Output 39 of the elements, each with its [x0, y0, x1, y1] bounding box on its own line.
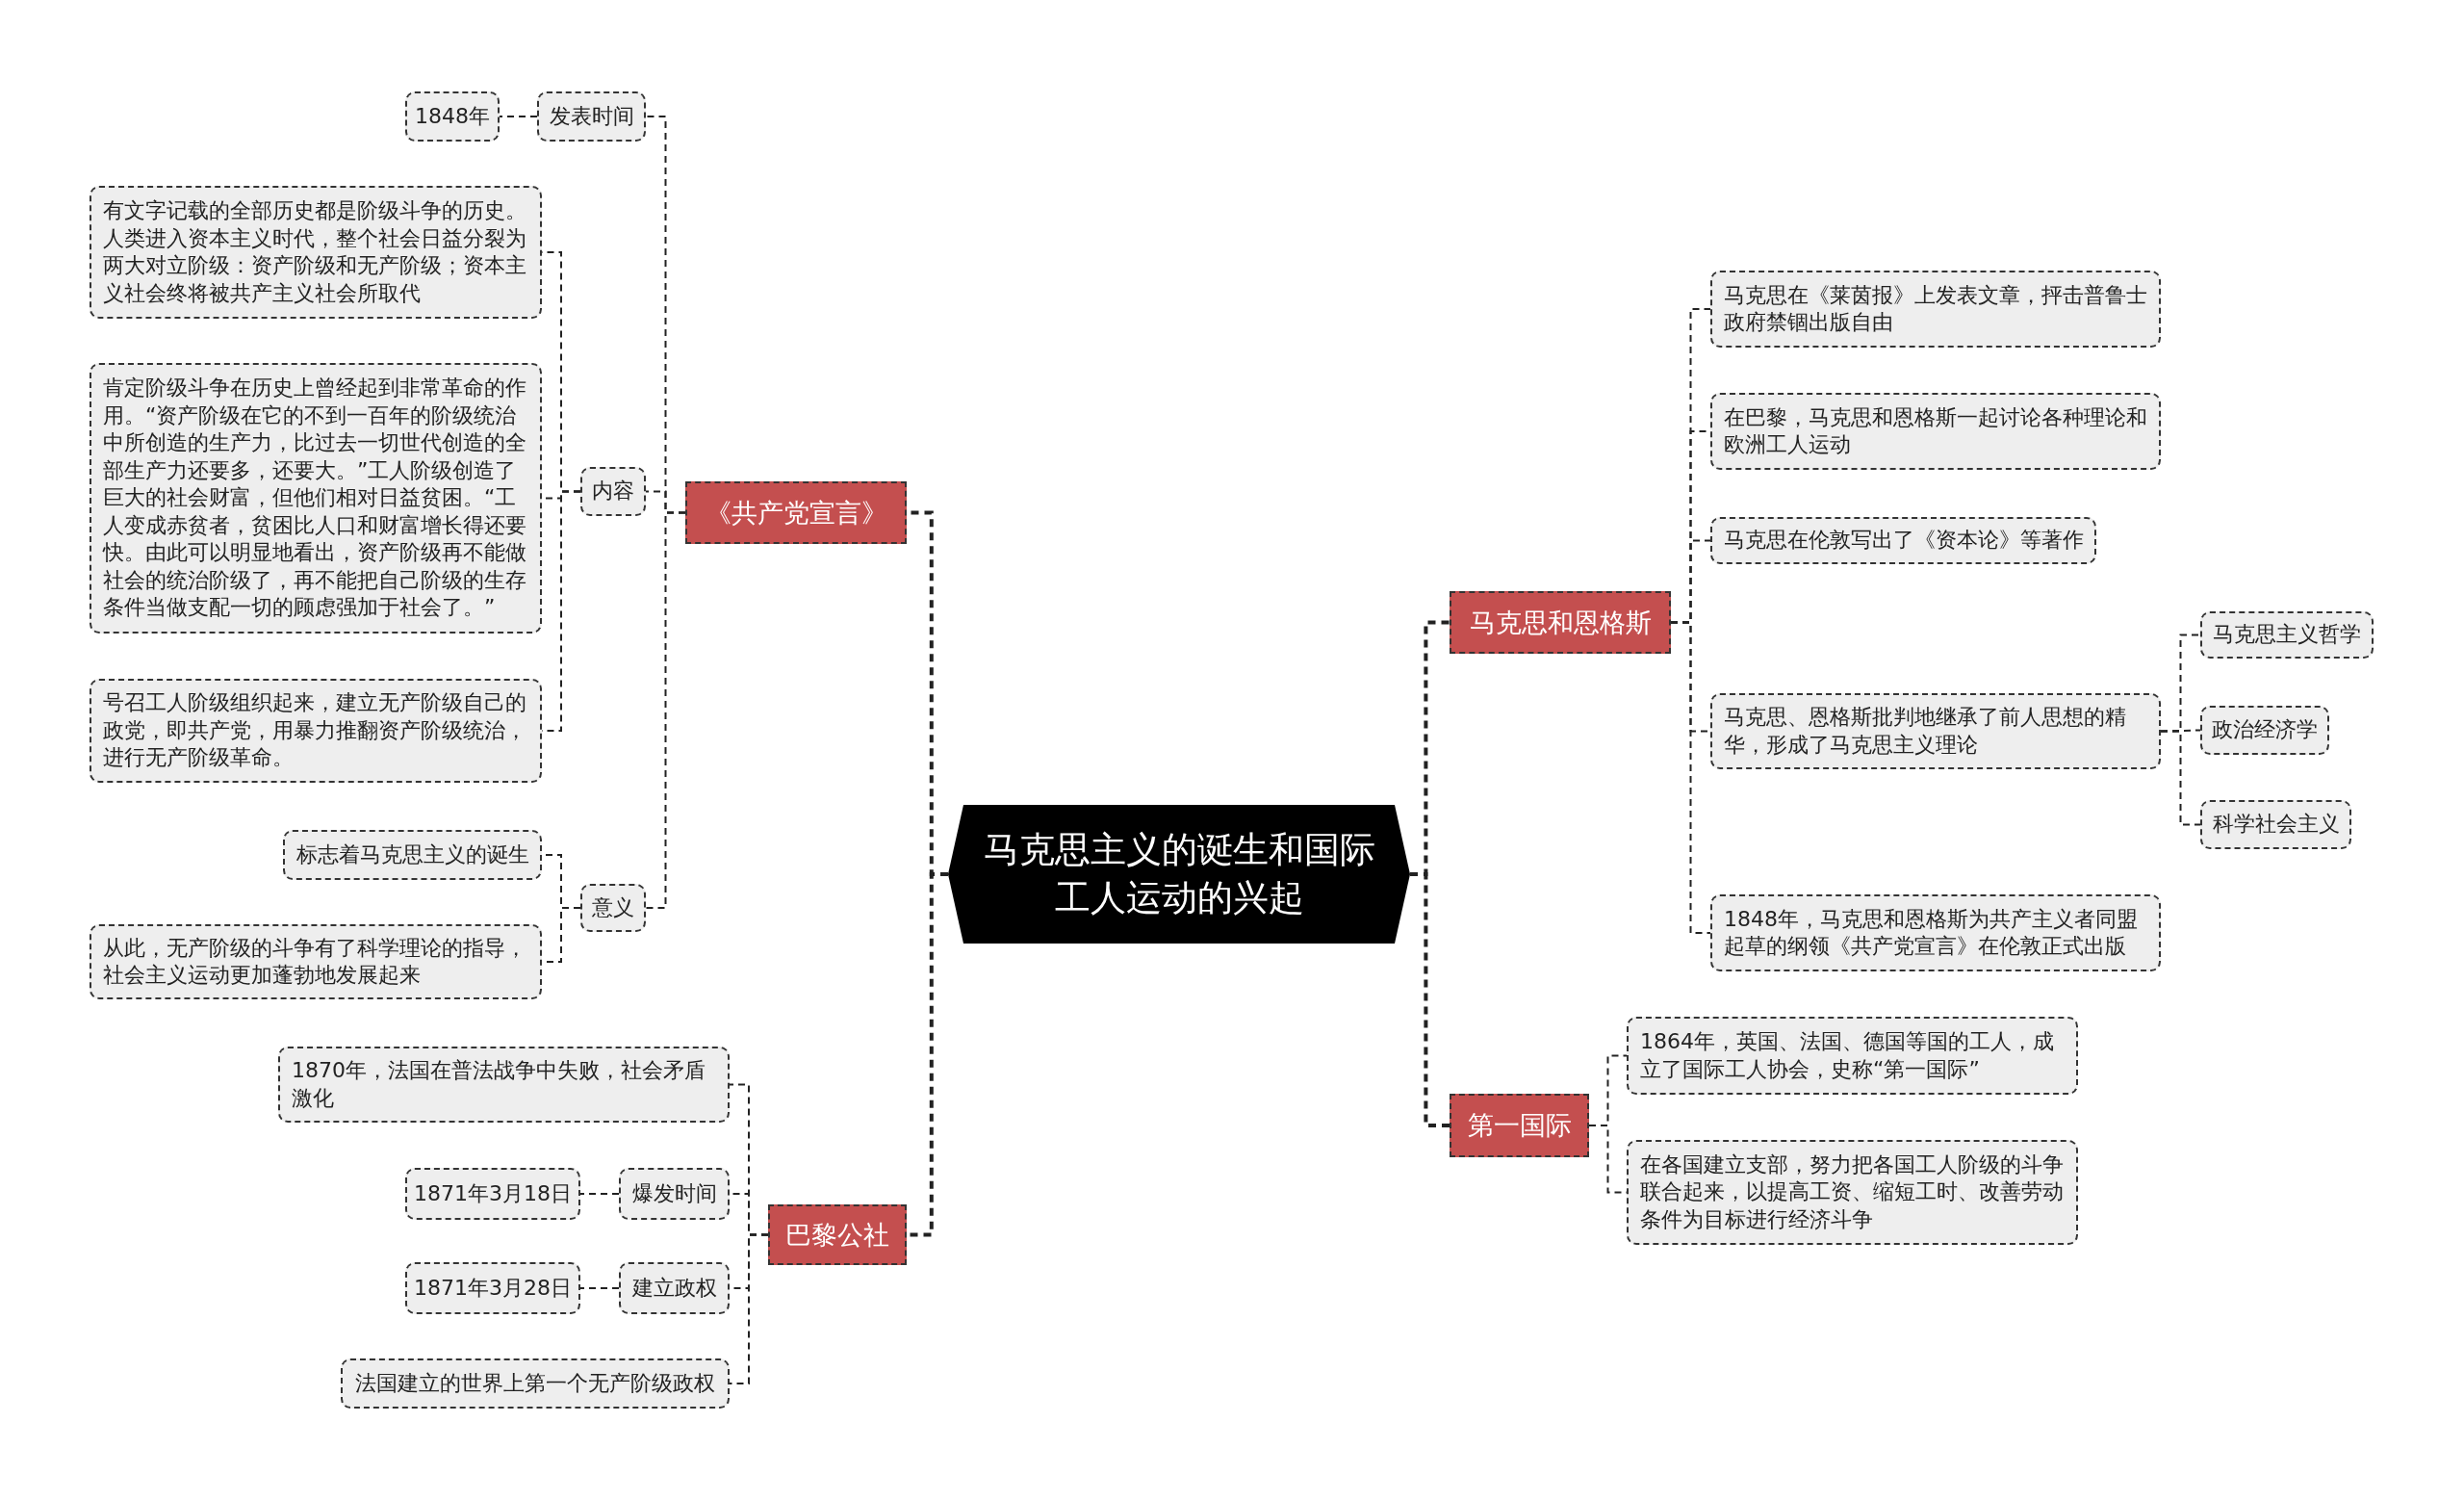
- subtopic-box: 意义: [580, 884, 646, 932]
- connector-line: [579, 1193, 620, 1195]
- subtopic-box: 内容: [580, 467, 646, 516]
- subtopic-box: 科学社会主义: [2200, 800, 2351, 849]
- subtopic-box: 号召工人阶级组织起来，建立无产阶级自己的政党，即共产党，用暴力推翻资产阶级统治，进行无产阶级革命。: [90, 679, 542, 783]
- subtopic-box: 在各国建立支部，努力把各国工人阶级的斗争联合起来，以提高工资、缩短工时、改善劳动条件为目标进行经济斗争: [1627, 1140, 2078, 1245]
- subtopic-box: 1870年，法国在普法战争中失败，社会矛盾激化: [278, 1047, 730, 1123]
- connector-line: [499, 116, 538, 117]
- connector-line: [645, 511, 686, 909]
- subtopic-box: 建立政权: [619, 1262, 730, 1314]
- subtopic-box: 1864年，英国、法国、德国等国的工人，成立了国际工人协会，史称“第一国际”: [1627, 1017, 2078, 1095]
- topic-box: 马克思和恩格斯: [1450, 591, 1671, 654]
- subtopic-box: 爆发时间: [619, 1168, 730, 1220]
- subtopic-box: 从此，无产阶级的斗争有了科学理论的指导，社会主义运动更加蓬勃地发展起来: [90, 924, 542, 999]
- topic-box: 《共产党宣言》: [685, 481, 907, 544]
- connector-line: [729, 1233, 769, 1384]
- subtopic-box: 马克思在《莱茵报》上发表文章，抨击普鲁士政府禁锢出版自由: [1710, 271, 2161, 348]
- subtopic-box: 法国建立的世界上第一个无产阶级政权: [341, 1358, 730, 1409]
- subtopic-box: 马克思主义哲学: [2200, 611, 2374, 659]
- subtopic-box: 有文字记载的全部历史都是阶级斗争的历史。人类进入资本主义时代，整个社会日益分裂为两大对立阶级：资产阶级和无产阶级；资本主义社会终将被共产主义社会所取代: [90, 186, 542, 319]
- subtopic-box: 肯定阶级斗争在历史上曾经起到非常革命的作用。“资产阶级在它的不到一百年的阶级统治中所创造的生产力，比过去一切世代创造的全部生产力还要多，还要大。”工人阶级创造了巨大的社会财富，但他们相对日益贫困。“工人变成赤贫者，贫困比人口和财富增长得还要快。由此可以明显地看出，资产阶级再不能做社会的统治阶级了，再不能把自己阶级的生存条件当做支配一切的顾虑强加于社会了。”: [90, 363, 542, 634]
- subtopic-box: 1848年，马克思和恩格斯为共产主义者同盟起草的纲领《共产党宣言》在伦敦正式出版: [1710, 894, 2161, 971]
- connector-line: [579, 1287, 620, 1289]
- subtopic-box: 马克思在伦敦写出了《资本论》等著作: [1710, 517, 2096, 564]
- subtopic-box: 政治经济学: [2200, 706, 2329, 755]
- subtopic-box: 马克思、恩格斯批判地继承了前人思想的精华，形成了马克思主义理论: [1710, 693, 2161, 769]
- connector-line: [2160, 730, 2201, 826]
- subtopic-box: 发表时间: [537, 91, 646, 142]
- subtopic-box: 1871年3月18日: [405, 1168, 580, 1220]
- central-topic-box: 马克思主义的诞生和国际工人运动的兴起: [948, 805, 1410, 944]
- topic-box: 第一国际: [1450, 1094, 1589, 1157]
- topic-box: 巴黎公社: [768, 1204, 907, 1265]
- connector-line: [1670, 621, 1711, 934]
- subtopic-box: 在巴黎，马克思和恩格斯一起讨论各种理论和欧洲工人运动: [1710, 393, 2161, 470]
- subtopic-box: 1848年: [405, 91, 500, 142]
- connector-line: [1410, 872, 1450, 1127]
- connector-line: [2160, 729, 2201, 733]
- subtopic-box: 标志着马克思主义的诞生: [283, 830, 542, 880]
- subtopic-box: 1871年3月28日: [405, 1262, 580, 1314]
